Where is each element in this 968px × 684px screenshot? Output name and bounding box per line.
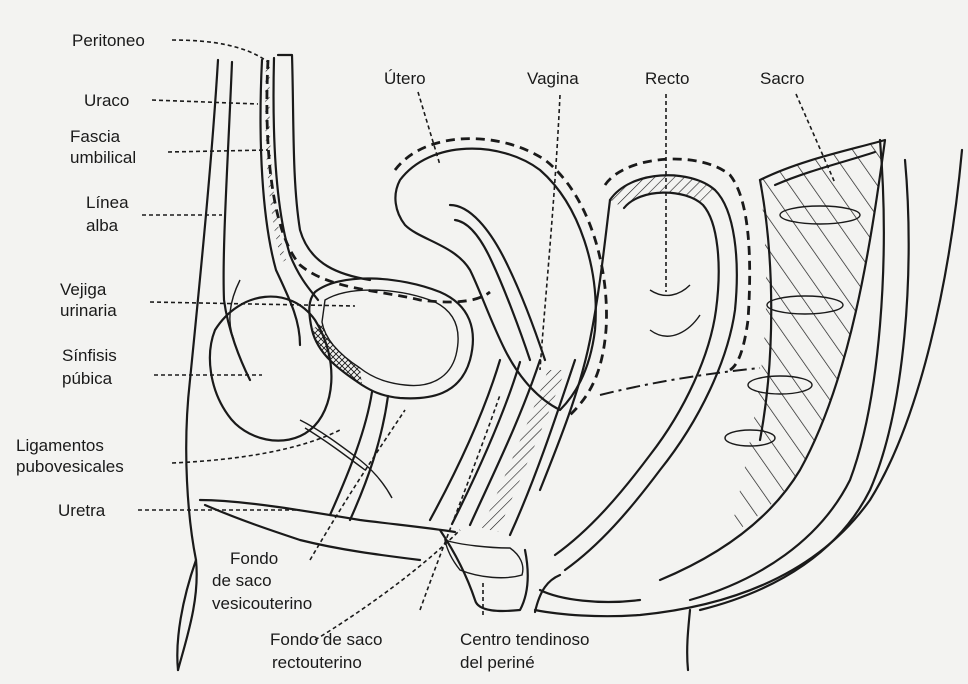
label-vagina: Vagina <box>527 69 579 88</box>
vagina <box>430 360 575 535</box>
label-centro: Centro tendinoso <box>460 630 589 649</box>
label-linea-2: alba <box>86 216 119 235</box>
label-sinfisis-2: púbica <box>62 369 113 388</box>
rectum <box>540 175 737 570</box>
label-fondo-vesico-2: de saco <box>212 571 272 590</box>
label-sacro: Sacro <box>760 69 804 88</box>
label-centro-2: del periné <box>460 653 535 672</box>
label-linea: Línea <box>86 193 129 212</box>
label-peritoneo: Peritoneo <box>72 31 145 50</box>
label-fondo-recto: Fondo de saco <box>270 630 382 649</box>
label-recto: Recto <box>645 69 689 88</box>
label-vejiga-2: urinaria <box>60 301 117 320</box>
label-fondo-vesico-3: vesicouterino <box>212 594 312 613</box>
label-vejiga: Vejiga <box>60 280 107 299</box>
label-ligamentos-2: pubovesicales <box>16 457 124 476</box>
urethra <box>300 392 392 520</box>
uterus <box>395 139 606 415</box>
label-ligamentos: Ligamentos <box>16 436 104 455</box>
label-uretra: Uretra <box>58 501 106 520</box>
label-utero: Útero <box>384 69 426 88</box>
label-uraco: Uraco <box>84 91 129 110</box>
label-sinfisis: Sínfisis <box>62 346 117 365</box>
label-fascia-2: umbilical <box>70 148 136 167</box>
label-fascia: Fascia <box>70 127 121 146</box>
label-fondo-recto-2: rectouterino <box>272 653 362 672</box>
urinary-bladder <box>309 278 473 398</box>
labels: Peritoneo Uraco Fascia umbilical Línea a… <box>16 31 804 672</box>
label-fondo-vesico: Fondo <box>230 549 278 568</box>
